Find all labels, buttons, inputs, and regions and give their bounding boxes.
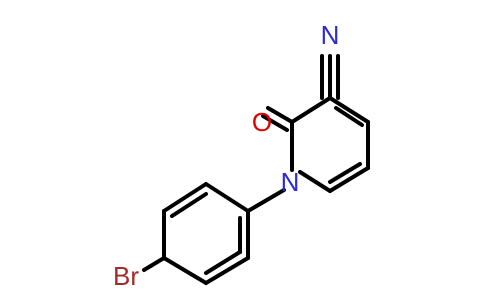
benzene-bond-4 (162, 256, 208, 285)
benzene-bond-2 (162, 182, 208, 213)
ring-bond-c4-c4-double (334, 106, 364, 127)
benzene-bond-1 (204, 182, 250, 213)
ring-bond-c3-c4 (328, 96, 370, 124)
carbonyl-bond-1 (266, 106, 294, 124)
nitrile-n-label: N (321, 20, 340, 50)
ring-n-label: N (281, 167, 300, 197)
ring-bond-c6-n1 (298, 170, 332, 193)
carbonyl-o-label: O (252, 107, 272, 137)
bonds (142, 54, 370, 285)
atom-labels: N O N Br (113, 20, 339, 291)
ring-bond-c5-c6-double (328, 162, 362, 184)
n-aryl-bond (246, 188, 286, 213)
carbonyl-bond-2 (261, 114, 289, 132)
c-br-bond (142, 256, 166, 272)
benzene-bond-5 (204, 256, 250, 285)
benzene-double-1 (170, 192, 208, 218)
benzene-double-2 (204, 250, 242, 275)
bromine-label: Br (113, 261, 139, 291)
ring-bond-c5-c6 (328, 166, 370, 193)
ring-bond-c3-c2 (290, 96, 332, 124)
